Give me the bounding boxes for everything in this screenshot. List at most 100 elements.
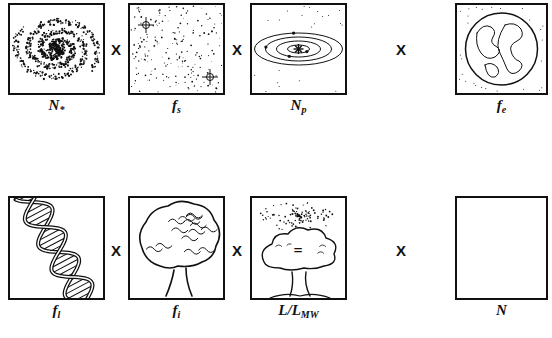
drawing-part [38, 73, 40, 75]
drawing-part [59, 51, 61, 53]
drawing-part [221, 65, 222, 66]
drawing-part [41, 34, 43, 36]
drawing-part [335, 91, 336, 92]
drawing-part [53, 77, 54, 78]
drawing-part [288, 45, 310, 53]
drawing-part [38, 26, 40, 28]
drawing-part [14, 198, 99, 298]
drawing-part [169, 7, 170, 8]
drawing-part [201, 55, 202, 56]
drawing-part [183, 36, 184, 37]
drawing-part [28, 57, 30, 59]
drawing-part [71, 56, 73, 58]
drawing-part [208, 55, 209, 56]
drawing-part [42, 42, 44, 44]
drawing-part [56, 48, 58, 50]
drawing-part [322, 210, 324, 212]
drawing-part [276, 245, 282, 247]
dna-picture [14, 198, 99, 298]
drawing-part [41, 40, 43, 42]
drawing-part [63, 63, 65, 65]
drawing-part [301, 211, 302, 212]
drawing-part [86, 54, 87, 55]
drawing-part [308, 215, 310, 217]
drawing-part [54, 19, 56, 21]
drawing-part [57, 20, 59, 22]
drawing-part [145, 55, 146, 56]
drawing-part [42, 42, 44, 44]
drawing-part [295, 207, 296, 208]
drawing-part [307, 218, 308, 219]
drawing-part [266, 37, 332, 61]
drawing-part [23, 26, 24, 27]
picture-box: Np [250, 3, 347, 95]
drawing-part [308, 220, 309, 221]
drawing-part [36, 33, 38, 35]
drawing-part [18, 32, 20, 34]
drawing-part [55, 48, 57, 50]
drawing-part [59, 53, 61, 55]
drawing-part [190, 77, 191, 78]
drawing-part [42, 24, 44, 26]
drawing-part [39, 24, 41, 26]
drawing-part [73, 43, 75, 45]
drawing-part [66, 57, 68, 59]
drawing-part [55, 48, 57, 50]
drawing-part [165, 52, 167, 54]
drawing-part [39, 71, 40, 72]
drawing-part [60, 40, 62, 42]
drawing-part [67, 73, 69, 75]
drawing-part [70, 45, 72, 47]
drawing-part [215, 5, 217, 7]
drawing-part [70, 73, 72, 75]
drawing-part [66, 58, 68, 60]
drawing-part [32, 55, 33, 56]
drawing-part [14, 198, 99, 298]
drawing-part [288, 55, 291, 58]
drawing-part [56, 48, 58, 50]
drawing-part [541, 61, 542, 62]
drawing-part [138, 43, 139, 44]
drawing-part [254, 75, 255, 76]
drawing-part [297, 216, 298, 217]
drawing-part [176, 53, 177, 54]
drawing-part [85, 58, 87, 60]
drawing-part [197, 20, 199, 22]
drawing-part [49, 23, 51, 25]
drawing-part [61, 32, 63, 34]
drawing-part [43, 32, 45, 34]
factor-label: fe [447, 97, 552, 114]
drawing-part [192, 67, 193, 68]
drawing-part [13, 47, 14, 48]
drawing-part [70, 49, 72, 51]
drawing-part [297, 216, 298, 217]
drawing-part [273, 205, 274, 206]
drawing-part [76, 70, 78, 72]
drawing-part [74, 51, 75, 52]
drawing-part [155, 23, 157, 25]
drawing-part [52, 44, 54, 46]
drawing-part [179, 31, 180, 32]
drawing-part [47, 49, 49, 51]
drawing-part [193, 30, 194, 31]
drawing-part [44, 35, 46, 37]
drawing-part [55, 78, 57, 80]
drawing-part [26, 42, 28, 44]
drawing-part [63, 44, 65, 46]
drawing-part [57, 21, 59, 23]
drawing-part [265, 208, 266, 209]
drawing-part [74, 52, 76, 54]
drawing-part [72, 21, 73, 22]
stars-picture [131, 5, 223, 92]
drawing-part [42, 50, 44, 52]
drawing-part [83, 44, 85, 46]
drawing-part [66, 32, 68, 34]
drawing-part [97, 58, 98, 59]
drawing-part [71, 52, 73, 54]
drawing-part [51, 34, 52, 35]
drawing-part [197, 75, 199, 77]
drawing-part [187, 66, 189, 68]
drawing-part [62, 32, 64, 34]
drawing-part [44, 62, 46, 64]
drawing-part [260, 213, 262, 215]
